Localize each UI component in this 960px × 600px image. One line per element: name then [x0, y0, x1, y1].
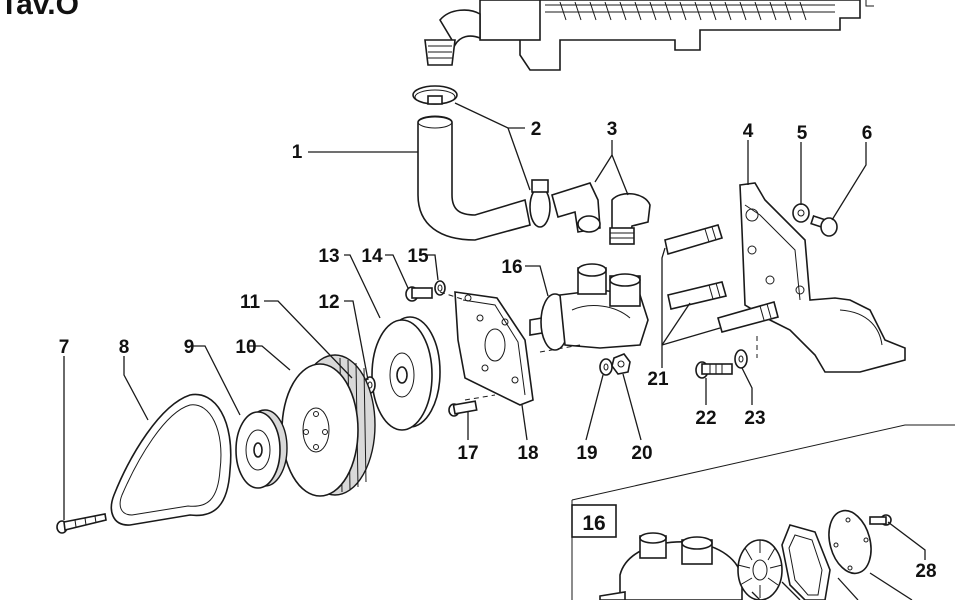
- leader-lines: [63, 102, 926, 600]
- callout-20: 20: [631, 443, 652, 464]
- washer-23: [734, 349, 748, 369]
- nut-20: [611, 353, 631, 375]
- callout-17: 17: [457, 443, 478, 464]
- callout-2: 2: [531, 119, 542, 140]
- inset-gasket: [781, 524, 831, 600]
- callout-1: 1: [292, 142, 303, 163]
- pulley-9: [235, 409, 288, 489]
- inset-pump-body: [599, 532, 743, 600]
- bolt-22: [695, 361, 733, 379]
- callout-16: 16: [501, 257, 522, 278]
- shaft-axis-plate: [439, 291, 496, 401]
- callout-8: 8: [119, 337, 130, 358]
- callout-14: 14: [361, 246, 383, 267]
- callout-19: 19: [576, 443, 597, 464]
- crank-pulley-10: [281, 354, 376, 497]
- callout-15: 15: [407, 246, 429, 267]
- callout-7: 7: [59, 337, 70, 358]
- callout-18: 18: [517, 443, 538, 464]
- hose-clamp-lower: [529, 179, 551, 228]
- water-pump: [529, 263, 649, 351]
- mounting-plate: [454, 291, 534, 406]
- callout-13: 13: [318, 246, 339, 267]
- shaft-axis-pump: [539, 344, 581, 353]
- mounting-bracket: [739, 182, 906, 373]
- callout-21: 21: [647, 369, 669, 390]
- inset-title: 16: [582, 512, 605, 535]
- callout-5: 5: [797, 123, 808, 144]
- callout-28: 28: [915, 561, 936, 582]
- callout-23: 23: [744, 408, 765, 429]
- inset-screw-28: [869, 514, 892, 526]
- bolt-14: [405, 286, 433, 302]
- drive-belt: [110, 393, 232, 526]
- callout-9: 9: [184, 337, 195, 358]
- hose-elbow: [417, 115, 531, 241]
- washer-19: [599, 358, 613, 376]
- inset-impeller: [737, 539, 783, 600]
- heat-exchanger: [424, 0, 874, 71]
- callout-10: 10: [235, 337, 256, 358]
- callout-6: 6: [862, 123, 873, 144]
- bolt-7: [56, 513, 107, 534]
- page-title: Tav.O: [0, 0, 79, 21]
- bolt-17: [448, 400, 478, 417]
- callout-12: 12: [318, 292, 339, 313]
- washer-15: [434, 280, 446, 296]
- bolt-6: [810, 215, 838, 237]
- callout-labels: 1 2 3 4 5 6 7 8 9 10 11 12 13 14 15 16 1…: [59, 119, 937, 582]
- washer-5: [792, 203, 810, 223]
- callout-4: 4: [743, 121, 754, 142]
- pulley-13: [371, 316, 441, 431]
- callout-11: 11: [240, 292, 261, 313]
- callout-22: 22: [695, 408, 716, 429]
- hose-clamp-upper: [412, 85, 458, 105]
- inset-frame: 16: [571, 424, 955, 600]
- inset-cover-plate: [828, 509, 872, 575]
- hose-fittings: [551, 182, 651, 245]
- callout-3: 3: [607, 119, 618, 140]
- spacers-21: [664, 224, 779, 333]
